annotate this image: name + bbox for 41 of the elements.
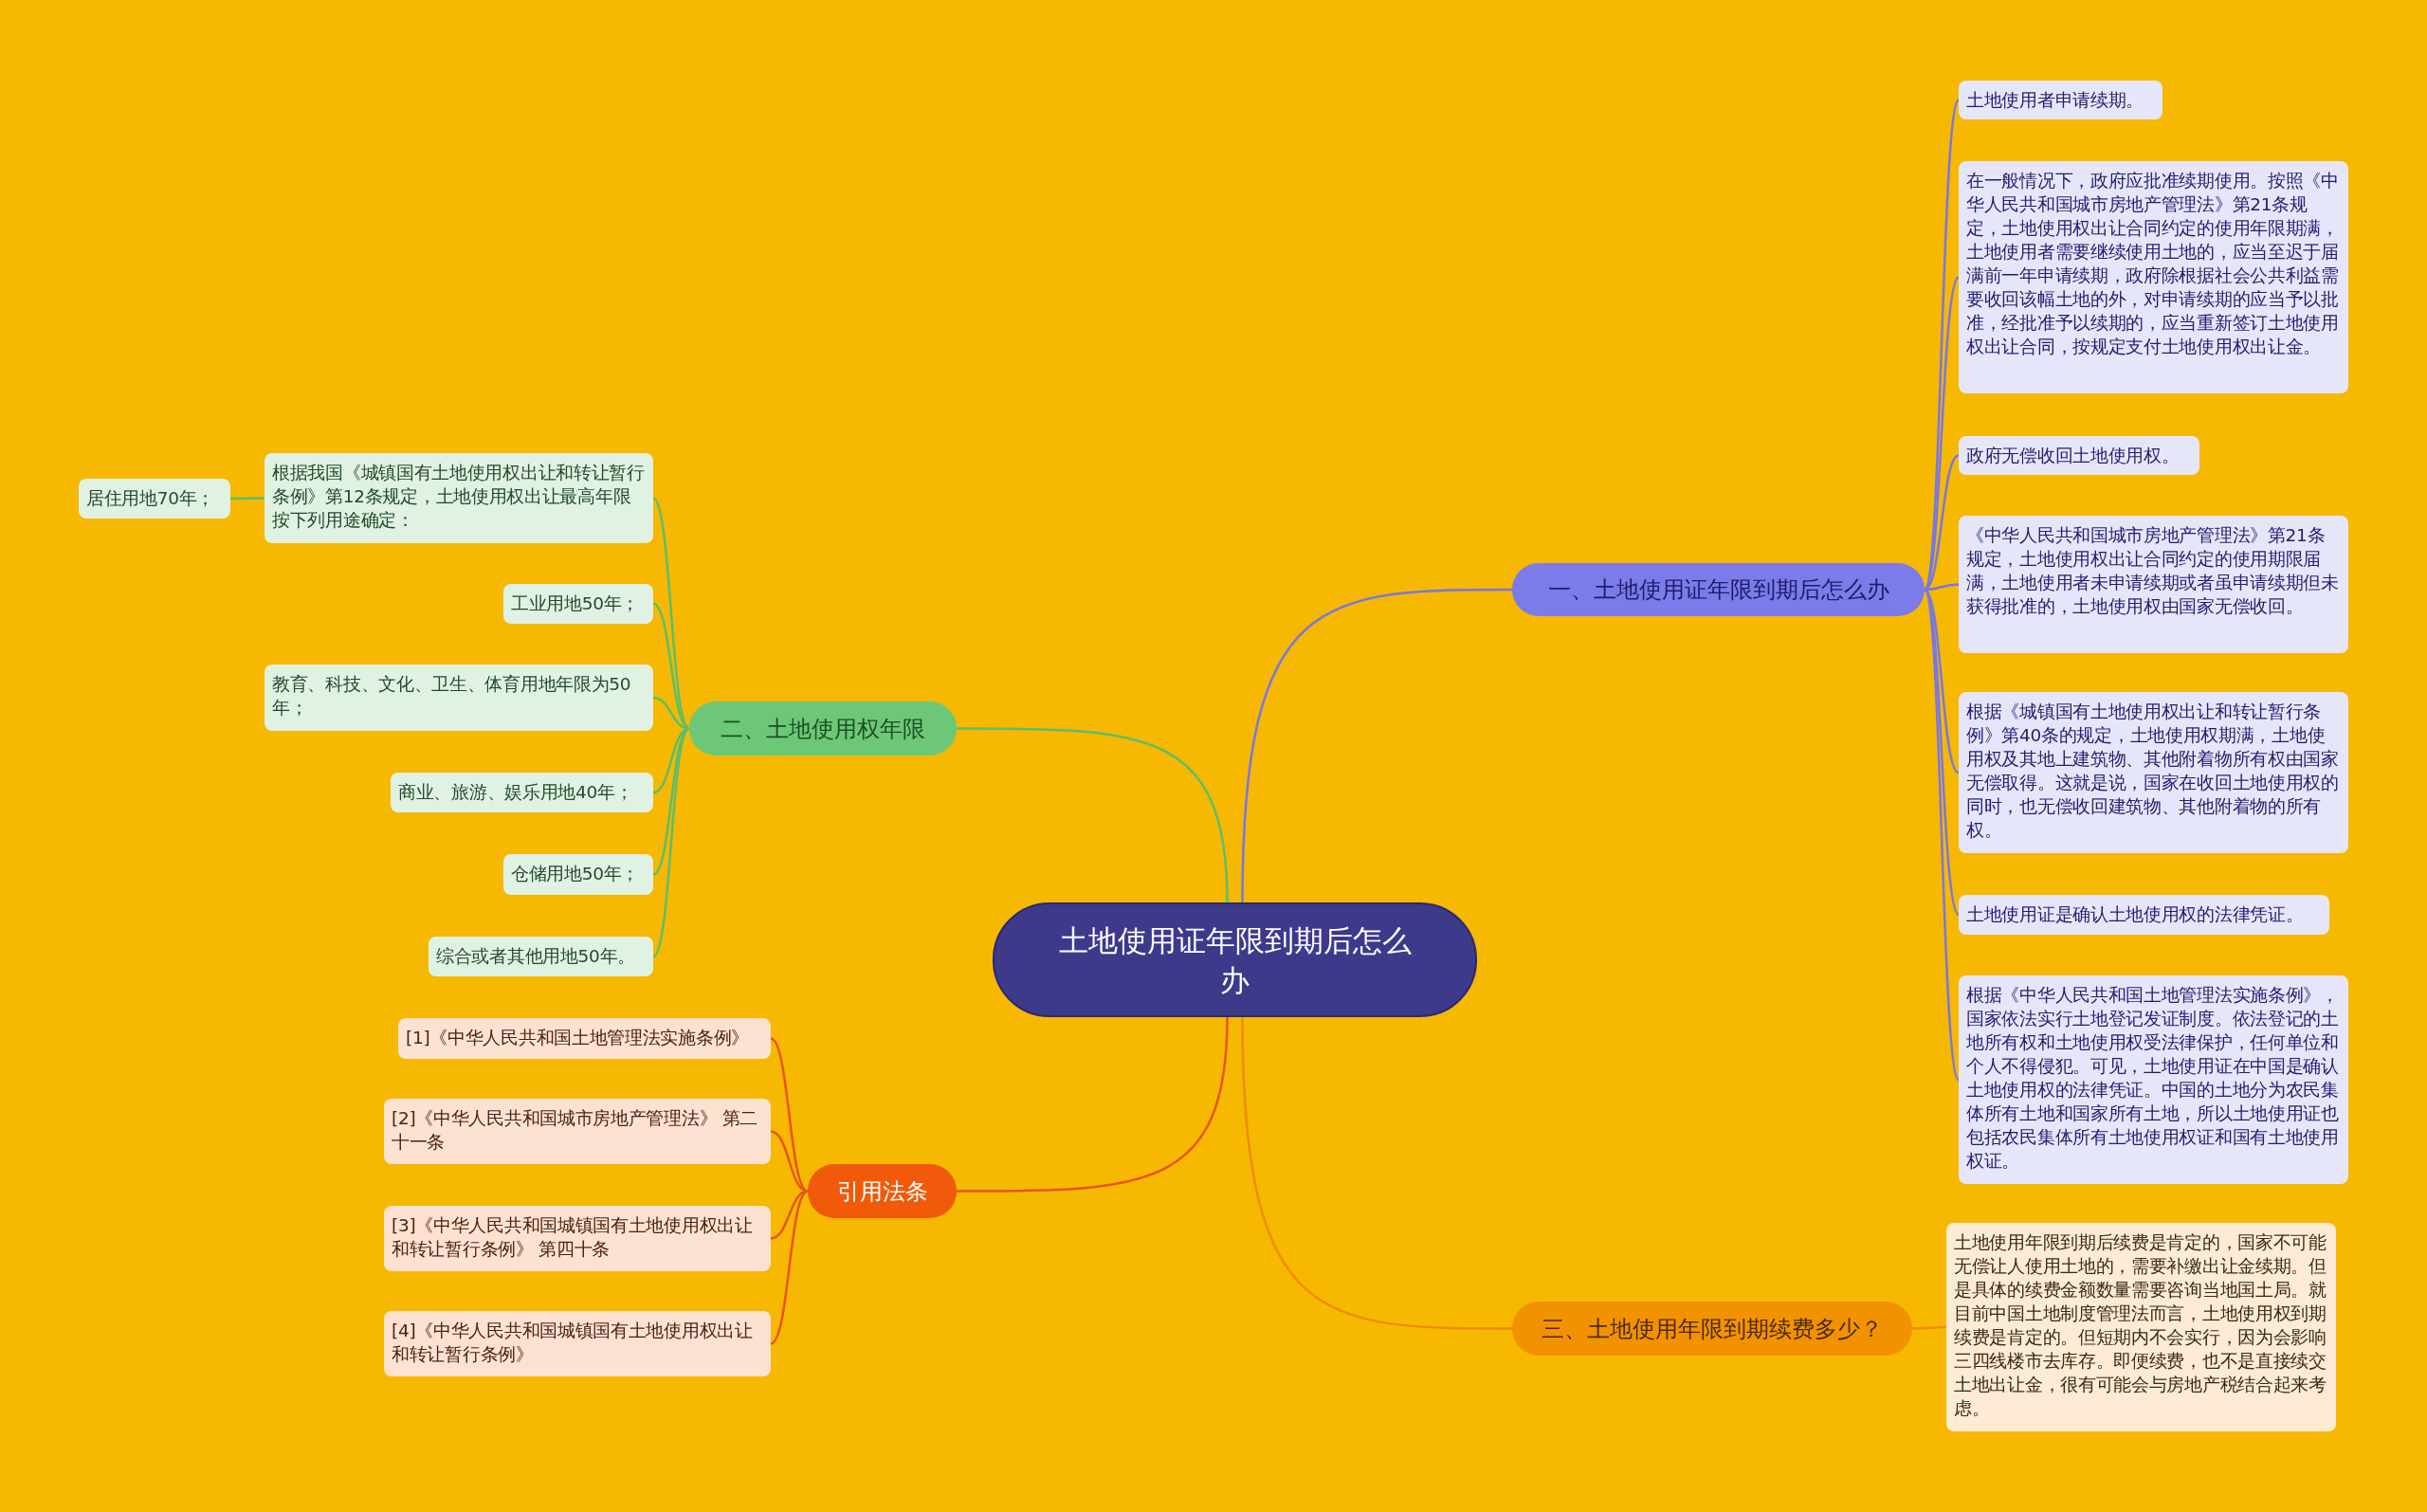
connector-line bbox=[1912, 1325, 1946, 1330]
note-box: [2]《中华人民共和国城市房地产管理法》 第二十一条 bbox=[384, 1099, 771, 1164]
note-box: 综合或者其他用地50年。 bbox=[429, 937, 653, 976]
connector-line bbox=[1923, 589, 1961, 916]
note-box: 教育、科技、文化、卫生、体育用地年限为50年； bbox=[265, 665, 653, 731]
connector-line bbox=[1923, 276, 1961, 591]
note-box: 《中华人民共和国城市房地产管理法》第21条规定，土地使用权出让合同约定的使用期限届满，土地使用者未申请续期或者虽申请续期但未获得批准的，土地使用权由国家无偿收回。 bbox=[1959, 516, 2348, 653]
note-box: 根据《中华人民共和国土地管理法实施条例》，国家依法实行土地登记发证制度。依法登记的土地所有权和土地使用权受法律保护，任何单位和个人不得侵犯。可见，土地使用证在中国是确认土地使用权的法律凭证。中国的土地分为农民集体所有土地和国家所有土地，所以土地使用证也包括农民集体所有土地使用权证和国有土地使用权证。 bbox=[1959, 975, 2348, 1184]
connector-line bbox=[1923, 589, 1961, 1081]
topic-box: 三、土地使用年限到期续费多少？ bbox=[1512, 1302, 1912, 1356]
note-box: [4]《中华人民共和国城镇国有土地使用权出让和转让暂行条例》 bbox=[384, 1311, 771, 1376]
connector-line bbox=[1241, 1016, 1512, 1330]
note-box: 居住用地70年； bbox=[79, 479, 230, 519]
connector-line bbox=[652, 727, 690, 876]
connector-line bbox=[652, 602, 690, 730]
note-box: 工业用地50年； bbox=[503, 584, 653, 624]
connector-line bbox=[1241, 588, 1512, 903]
connector-line bbox=[770, 1037, 809, 1193]
connector-line bbox=[957, 727, 1229, 903]
connector-line bbox=[652, 497, 690, 730]
connector-line bbox=[230, 497, 265, 501]
note-box: 土地使用年限到期后续费是肯定的，国家不可能无偿让人使用土地的，需要补缴出让金续期。但是具体的续费金额数量需要咨询当地国土局。就目前中国土地制度管理法而言，土地使用权到期续费是肯定的。但短期内不会实行，因为会影响三四线楼市去库存。即便续费，也不是直接续交土地出让金，很有可能会与房地产税结合起来考虑。 bbox=[1946, 1223, 2336, 1431]
note-box: [1]《中华人民共和国土地管理法实施条例》 bbox=[398, 1018, 771, 1059]
topic-box: 二、土地使用权年限 bbox=[689, 701, 957, 756]
connector-line bbox=[770, 1130, 809, 1193]
note-box: [3]《中华人民共和国城镇国有土地使用权出让和转让暂行条例》 第四十条 bbox=[384, 1206, 771, 1271]
note-box: 土地使用者申请续期。 bbox=[1959, 81, 2162, 119]
central-topic: 土地使用证年限到期后怎么办 bbox=[993, 902, 1477, 1017]
note-box: 政府无偿收回土地使用权。 bbox=[1959, 436, 2199, 475]
note-box: 土地使用证是确认土地使用权的法律凭证。 bbox=[1959, 895, 2329, 935]
topic-box: 一、土地使用证年限到期后怎么办 bbox=[1512, 563, 1925, 616]
connector-line bbox=[957, 1016, 1229, 1193]
connector-line bbox=[652, 727, 690, 957]
connector-line bbox=[1924, 583, 1960, 592]
connector-line bbox=[770, 1190, 809, 1345]
note-box: 仓储用地50年； bbox=[503, 854, 653, 895]
note-box: 根据我国《城镇国有土地使用权出让和转让暂行条例》第12条规定，土地使用权出让最高年限按下列用途确定： bbox=[265, 453, 653, 543]
topic-box: 引用法条 bbox=[808, 1164, 957, 1218]
note-box: 在一般情况下，政府应批准续期使用。按照《中华人民共和国城市房地产管理法》第21条规定，土地使用权出让合同约定的使用年限期满，土地使用者需要继续使用土地的，应当至迟于届满前一年申请续期，政府除根据社会公共利益需要收回该幅土地的外，对申请续期的应当予以批准，经批准予以续期的，应当重新签订土地使用权出让合同，按规定支付土地使用权出让金。 bbox=[1959, 161, 2348, 393]
note-box: 根据《城镇国有土地使用权出让和转让暂行条例》第40条的规定，土地使用权期满，土地使用权及其地上建筑物、其他附着物所有权由国家无偿取得。这就是说，国家在收回土地使用权的同时，也无偿收回建筑物、其他附着物的所有权。 bbox=[1959, 692, 2348, 853]
note-box: 商业、旅游、娱乐用地40年； bbox=[391, 773, 653, 812]
